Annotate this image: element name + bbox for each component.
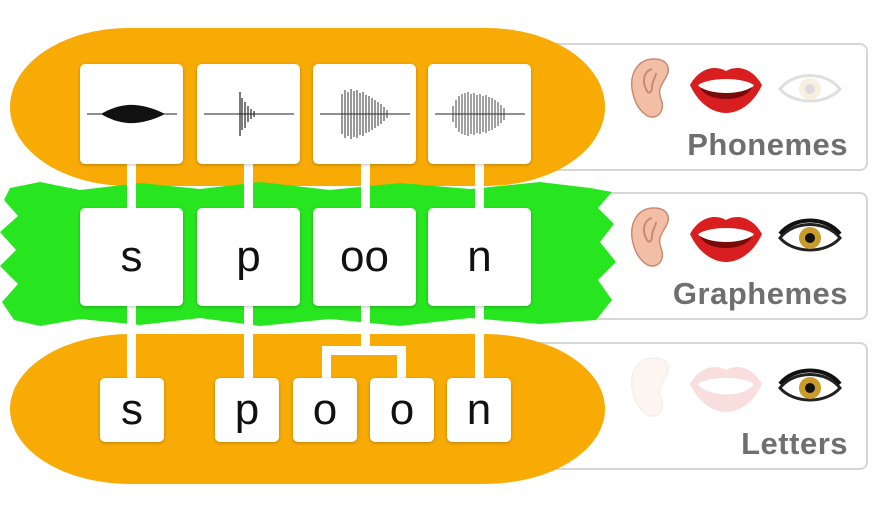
grapheme-tile: n: [428, 208, 531, 306]
letter-text: s: [121, 385, 143, 434]
grapheme-text: s: [120, 232, 143, 281]
phoneme-tile: [428, 64, 531, 164]
connector: [322, 346, 331, 388]
phonemes-icons: [630, 58, 842, 118]
letters-icons: [630, 357, 842, 417]
ear-icon: [630, 58, 670, 118]
letter-tile: o: [293, 378, 357, 442]
ear-icon: [630, 207, 670, 267]
connector: [361, 160, 370, 216]
grapheme-tile: oo: [313, 208, 416, 306]
grapheme-tile: p: [197, 208, 300, 306]
connector: [397, 346, 406, 388]
waveform-icon: [203, 92, 294, 136]
phonemes-label: Phonemes: [687, 127, 848, 162]
letter-tile: p: [215, 378, 279, 442]
phoneme-tile: [80, 64, 183, 164]
grapheme-text: n: [467, 232, 492, 281]
mouth-icon: [690, 366, 762, 412]
connector: [127, 160, 136, 216]
phoneme-tile: [197, 64, 300, 164]
connector: [475, 300, 484, 390]
eye-icon: [778, 368, 842, 402]
letter-text: n: [466, 385, 492, 434]
connector: [244, 300, 253, 390]
letters-label: Letters: [741, 426, 848, 461]
waveform-icon: [434, 92, 525, 136]
eye-icon: [778, 74, 842, 103]
mouth-icon: [690, 216, 762, 262]
connector: [127, 300, 136, 390]
letter-text: p: [234, 385, 260, 434]
letter-text: o: [312, 385, 338, 434]
connector: [361, 300, 370, 352]
connector-split: [322, 346, 406, 355]
phoneme-tile: [313, 64, 416, 164]
mouth-icon: [690, 67, 762, 113]
grapheme-tile: s: [80, 208, 183, 306]
letter-tile: o: [370, 378, 434, 442]
waveform-icon: [86, 104, 177, 124]
connector: [475, 160, 484, 216]
letter-tile: n: [447, 378, 511, 442]
letter-tile: s: [100, 378, 164, 442]
graphemes-icons: [630, 207, 842, 267]
graphemes-label: Graphemes: [672, 276, 848, 311]
letter-text: o: [389, 385, 415, 434]
eye-icon: [778, 218, 842, 252]
grapheme-text: p: [236, 232, 261, 281]
waveform-icon: [319, 89, 410, 139]
grapheme-text: oo: [340, 232, 389, 281]
ear-icon: [630, 357, 670, 417]
connector: [244, 160, 253, 216]
